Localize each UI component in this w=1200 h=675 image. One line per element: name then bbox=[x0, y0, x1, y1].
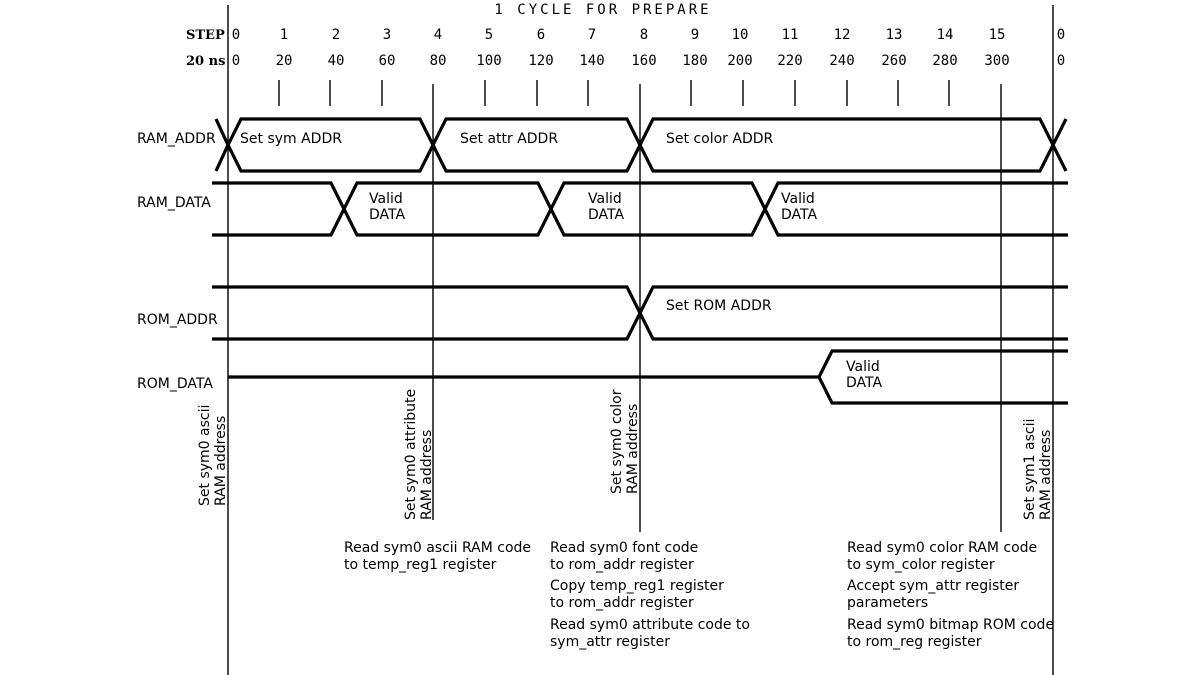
rom-addr-label: Set ROM ADDR bbox=[666, 298, 772, 314]
ns-label-4: 80 bbox=[430, 53, 447, 69]
ns-label-16: 0 bbox=[1057, 53, 1065, 69]
marker-4-line1: Set sym1 ascii bbox=[1022, 419, 1038, 520]
note-2-2-line1: Copy temp_reg1 register bbox=[550, 578, 724, 594]
note-3-1-line1: Read sym0 color RAM code bbox=[847, 540, 1037, 556]
note-2-3-line2: sym_attr register bbox=[550, 634, 670, 650]
step-label-4: 4 bbox=[434, 27, 442, 43]
ns-label-5: 100 bbox=[476, 53, 501, 69]
signal-ram-addr: RAM_ADDR bbox=[137, 131, 216, 147]
note-2-2-line2: to rom_addr register bbox=[550, 595, 694, 611]
rom-data-valid-top: Valid bbox=[846, 359, 880, 375]
ns-label-11: 220 bbox=[777, 53, 802, 69]
ram-data-valid-2-bottom: DATA bbox=[588, 207, 624, 223]
wave-ram-addr bbox=[214, 117, 1068, 173]
step-label-14: 14 bbox=[937, 27, 954, 43]
step-label-3: 3 bbox=[383, 27, 391, 43]
note-3-2-line1: Accept sym_attr register bbox=[847, 578, 1019, 594]
note-2-3-line1: Read sym0 attribute code to bbox=[550, 617, 750, 633]
ns-label-8: 160 bbox=[631, 53, 656, 69]
ns-label-12: 240 bbox=[829, 53, 854, 69]
wave-rom-data bbox=[228, 349, 1068, 405]
marker-sym1-ascii: Set sym1 ascii RAM address bbox=[1022, 419, 1054, 520]
marker-2-line1: Set sym0 attribute bbox=[403, 389, 419, 520]
ns-label-6: 120 bbox=[528, 53, 553, 69]
ns-label-15: 300 bbox=[984, 53, 1009, 69]
notes-column-3: Read sym0 color RAM code to sym_color re… bbox=[847, 540, 1054, 650]
step-label-5: 5 bbox=[485, 27, 493, 43]
ns-label-3: 60 bbox=[379, 53, 396, 69]
note-3-1-line2: to sym_color register bbox=[847, 557, 995, 573]
note-1-1-line2: to temp_reg1 register bbox=[344, 557, 497, 573]
step-label-13: 13 bbox=[886, 27, 903, 43]
ram-data-valid-3-bottom: DATA bbox=[781, 207, 817, 223]
ns-label-10: 200 bbox=[727, 53, 752, 69]
ram-data-valid-1-top: Valid bbox=[369, 191, 403, 207]
ns-label-14: 280 bbox=[932, 53, 957, 69]
cycle-title: 1 CYCLE FOR PREPARE bbox=[494, 2, 711, 18]
step-label-7: 7 bbox=[588, 27, 596, 43]
marker-1-line1: Set sym0 ascii bbox=[197, 405, 213, 506]
step-label-11: 11 bbox=[782, 27, 799, 43]
ns-label-9: 180 bbox=[682, 53, 707, 69]
note-3-3-line2: to rom_reg register bbox=[847, 634, 982, 650]
ns-label: 20 ns bbox=[186, 54, 225, 69]
ns-label-0: 0 bbox=[232, 53, 240, 69]
marker-3-line2: RAM address bbox=[625, 404, 641, 494]
step-label-8: 8 bbox=[640, 27, 648, 43]
marker-2-line2: RAM address bbox=[419, 430, 435, 520]
ns-label-1: 20 bbox=[276, 53, 293, 69]
step-label-1: 1 bbox=[280, 27, 288, 43]
marker-sym0-ascii: Set sym0 ascii RAM address bbox=[197, 405, 229, 506]
ram-data-valid-2-top: Valid bbox=[588, 191, 622, 207]
step-label-15: 15 bbox=[989, 27, 1006, 43]
ram-addr-segment-2: Set attr ADDR bbox=[460, 131, 558, 147]
ram-data-valid-3-top: Valid bbox=[781, 191, 815, 207]
note-2-1-line1: Read sym0 font code bbox=[550, 540, 698, 556]
marker-sym0-attribute: Set sym0 attribute RAM address bbox=[403, 389, 435, 520]
step-label-0: 0 bbox=[232, 27, 240, 43]
step-label: STEP bbox=[186, 28, 225, 43]
step-label-16: 0 bbox=[1057, 27, 1065, 43]
marker-1-line2: RAM address bbox=[213, 416, 229, 506]
ns-label-2: 40 bbox=[328, 53, 345, 69]
note-1-1-line1: Read sym0 ascii RAM code bbox=[344, 540, 531, 556]
marker-4-line2: RAM address bbox=[1038, 430, 1054, 520]
signal-ram-data: RAM_DATA bbox=[137, 195, 211, 211]
step-label-10: 10 bbox=[732, 27, 749, 43]
ram-data-valid-1-bottom: DATA bbox=[369, 207, 405, 223]
ns-labels: 0 20 40 60 80 100 120 140 160 180 200 220 240 260 280 3… bbox=[232, 53, 1065, 69]
ram-addr-segment-1: Set sym ADDR bbox=[240, 131, 342, 147]
ram-addr-segment-3: Set color ADDR bbox=[666, 131, 774, 147]
step-label-12: 12 bbox=[834, 27, 851, 43]
wave-ram-data bbox=[212, 181, 1068, 237]
tick-marks bbox=[278, 80, 950, 106]
ns-label-13: 260 bbox=[881, 53, 906, 69]
note-2-1-line2: to rom_addr register bbox=[550, 557, 694, 573]
wave-rom-addr bbox=[212, 285, 1068, 341]
rom-data-valid-bottom: DATA bbox=[846, 375, 882, 391]
note-3-2-line2: parameters bbox=[847, 595, 928, 611]
step-label-9: 9 bbox=[691, 27, 699, 43]
notes-column-1: Read sym0 ascii RAM code to temp_reg1 re… bbox=[344, 540, 531, 573]
marker-3-line1: Set sym0 color bbox=[609, 389, 625, 494]
signal-rom-data: ROM_DATA bbox=[137, 376, 213, 392]
note-3-3-line1: Read sym0 bitmap ROM code bbox=[847, 617, 1054, 633]
marker-sym0-color: Set sym0 color RAM address bbox=[609, 389, 641, 494]
ns-label-7: 140 bbox=[579, 53, 604, 69]
step-label-6: 6 bbox=[537, 27, 545, 43]
signal-rom-addr: ROM_ADDR bbox=[137, 312, 218, 328]
notes-column-2: Read sym0 font code to rom_addr register… bbox=[550, 540, 750, 650]
step-label-2: 2 bbox=[332, 27, 340, 43]
